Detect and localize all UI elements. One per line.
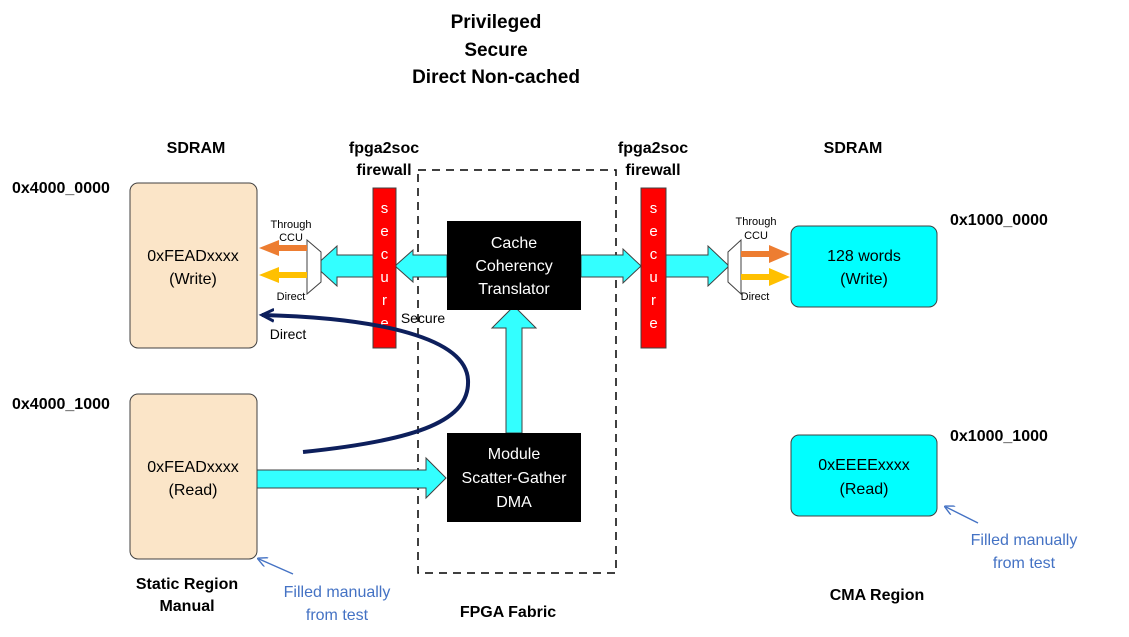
right-firewall-letter: u — [649, 269, 657, 286]
arrow-dma-to-cct — [490, 305, 538, 434]
left-firewall-letter: u — [380, 269, 388, 286]
right-direct-arrow — [741, 268, 790, 286]
right-through-ccu-arrow — [741, 245, 790, 263]
direct-loop-arrow — [262, 315, 471, 454]
dma-block — [447, 433, 581, 522]
left-write-region-line1: 0xFEADxxxx — [147, 248, 239, 265]
dma-label-line1: Module — [488, 446, 541, 463]
right-firewall-bar — [640, 187, 667, 349]
right-write-region — [790, 225, 938, 308]
arrow-left-firewall-to-mux — [314, 244, 374, 288]
right-write-region-line2: (Write) — [840, 271, 888, 288]
left-firewall-letter: c — [381, 246, 389, 263]
dma-label-line2: Scatter-Gather — [462, 470, 568, 487]
left-firewall-letter: e — [380, 315, 388, 332]
right-read-region-line2: (Read) — [840, 481, 889, 498]
right-mux-through-line1: Through — [736, 216, 777, 228]
right-mux — [727, 238, 742, 296]
left-read-region-line2: (Read) — [169, 482, 218, 499]
static-region-label-line1: Static Region — [136, 576, 238, 593]
right-firewall-label-line2: firewall — [625, 162, 680, 179]
arrow-cct-to-left-firewall — [394, 248, 448, 284]
title-line-1: Privileged — [451, 12, 542, 33]
left-firewall-letter: e — [380, 223, 388, 240]
cma-region-label: CMA Region — [830, 587, 925, 604]
right-firewall-letter: e — [649, 315, 657, 332]
secure-label: Secure — [401, 310, 446, 326]
left-mux-through-line2: CCU — [279, 232, 303, 244]
left-note-pointer — [259, 559, 294, 575]
arrow-read-region-to-dma — [256, 456, 447, 500]
right-firewall-letters: s e c u r e — [649, 200, 657, 332]
left-firewall-label-line1: fpga2soc — [349, 140, 419, 157]
left-direct-arrow — [259, 267, 307, 283]
right-read-address: 0x1000_1000 — [950, 428, 1048, 445]
left-through-ccu-arrow — [259, 240, 307, 256]
dma-label-line3: DMA — [496, 494, 532, 511]
right-mux-through-line2: CCU — [744, 230, 768, 242]
right-sdram-heading: SDRAM — [824, 140, 883, 157]
cct-block — [447, 221, 581, 310]
left-firewall-label-line2: firewall — [356, 162, 411, 179]
left-read-address: 0x4000_1000 — [12, 396, 110, 413]
fpga-fabric-boundary — [417, 169, 617, 574]
arrow-cct-to-right-firewall — [580, 247, 642, 285]
left-firewall-bar — [372, 187, 397, 349]
right-firewall-letter: c — [650, 246, 658, 263]
left-mux-direct: Direct — [277, 291, 306, 303]
right-note-pointer — [946, 507, 979, 524]
left-mux-through-line1: Through — [271, 219, 312, 231]
left-firewall-letters: s e c u r e — [380, 200, 388, 332]
left-mux — [306, 238, 322, 296]
right-firewall-letter: r — [651, 292, 656, 309]
direct-label: Direct — [270, 326, 307, 342]
left-read-region-line1: 0xFEADxxxx — [147, 459, 239, 476]
left-write-region — [129, 182, 258, 349]
left-sdram-heading: SDRAM — [167, 140, 226, 157]
right-firewall-label-line1: fpga2soc — [618, 140, 688, 157]
title-line-2: Secure — [464, 40, 527, 61]
left-note-line1: Filled manually — [284, 584, 391, 601]
right-note-line2: from test — [993, 555, 1056, 572]
title-line-3: Direct Non-cached — [412, 67, 580, 88]
right-firewall-letter: s — [650, 200, 658, 217]
arrow-right-firewall-to-mux — [665, 244, 730, 288]
right-read-region-line1: 0xEEEExxxx — [818, 457, 910, 474]
right-write-address: 0x1000_0000 — [950, 212, 1048, 229]
right-write-region-line1: 128 words — [827, 248, 901, 265]
right-read-region — [790, 434, 938, 517]
left-write-address: 0x4000_0000 — [12, 180, 110, 197]
right-mux-direct: Direct — [741, 291, 770, 303]
fpga-fabric-label: FPGA Fabric — [460, 604, 556, 621]
left-note-line2: from test — [306, 607, 369, 624]
cct-label-line1: Cache — [491, 235, 537, 252]
cct-label-line3: Translator — [478, 281, 550, 298]
right-note-line1: Filled manually — [971, 532, 1078, 549]
cct-label-line2: Coherency — [475, 258, 552, 275]
left-read-region — [129, 393, 258, 560]
left-firewall-letter: s — [381, 200, 389, 217]
left-firewall-letter: r — [382, 292, 387, 309]
left-write-region-line2: (Write) — [169, 271, 217, 288]
right-firewall-letter: e — [649, 223, 657, 240]
static-region-label-line2: Manual — [159, 598, 214, 615]
